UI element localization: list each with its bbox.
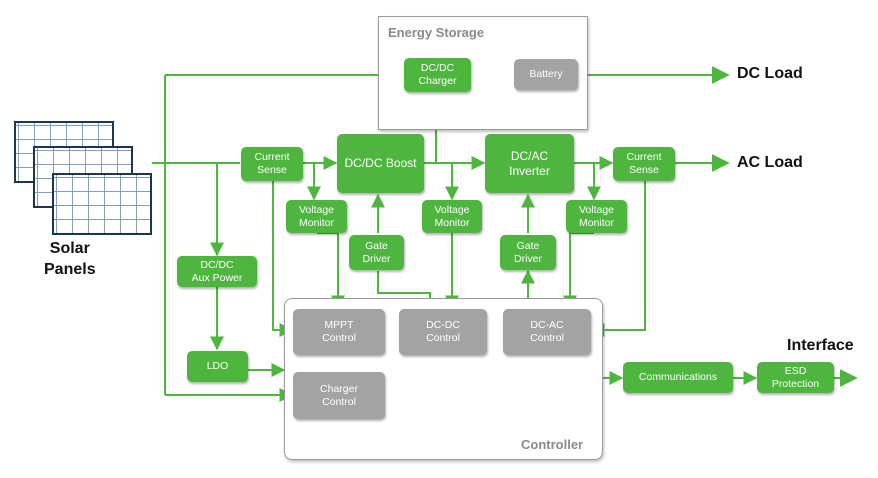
controller-label: Controller bbox=[521, 437, 584, 452]
ac-load-label: AC Load bbox=[737, 154, 803, 171]
solar-panels-label: Solar Panels bbox=[44, 240, 96, 278]
battery-block: Battery bbox=[514, 59, 578, 90]
dc-load-label: DC Load bbox=[737, 65, 803, 82]
ldo-block: LDO bbox=[187, 351, 248, 382]
dcdc-boost-block: DC/DC Boost bbox=[337, 134, 424, 193]
energy-storage-label: Energy Storage bbox=[388, 25, 485, 40]
vm1-to-mppt-wire bbox=[317, 232, 345, 310]
interface-label: Interface bbox=[787, 337, 854, 354]
vm3-to-dcac-control-wire bbox=[563, 232, 594, 310]
communications-block: Communications bbox=[623, 362, 733, 393]
solar-panel-front bbox=[52, 173, 152, 235]
sense-to-dcac-control-wire bbox=[590, 181, 646, 337]
